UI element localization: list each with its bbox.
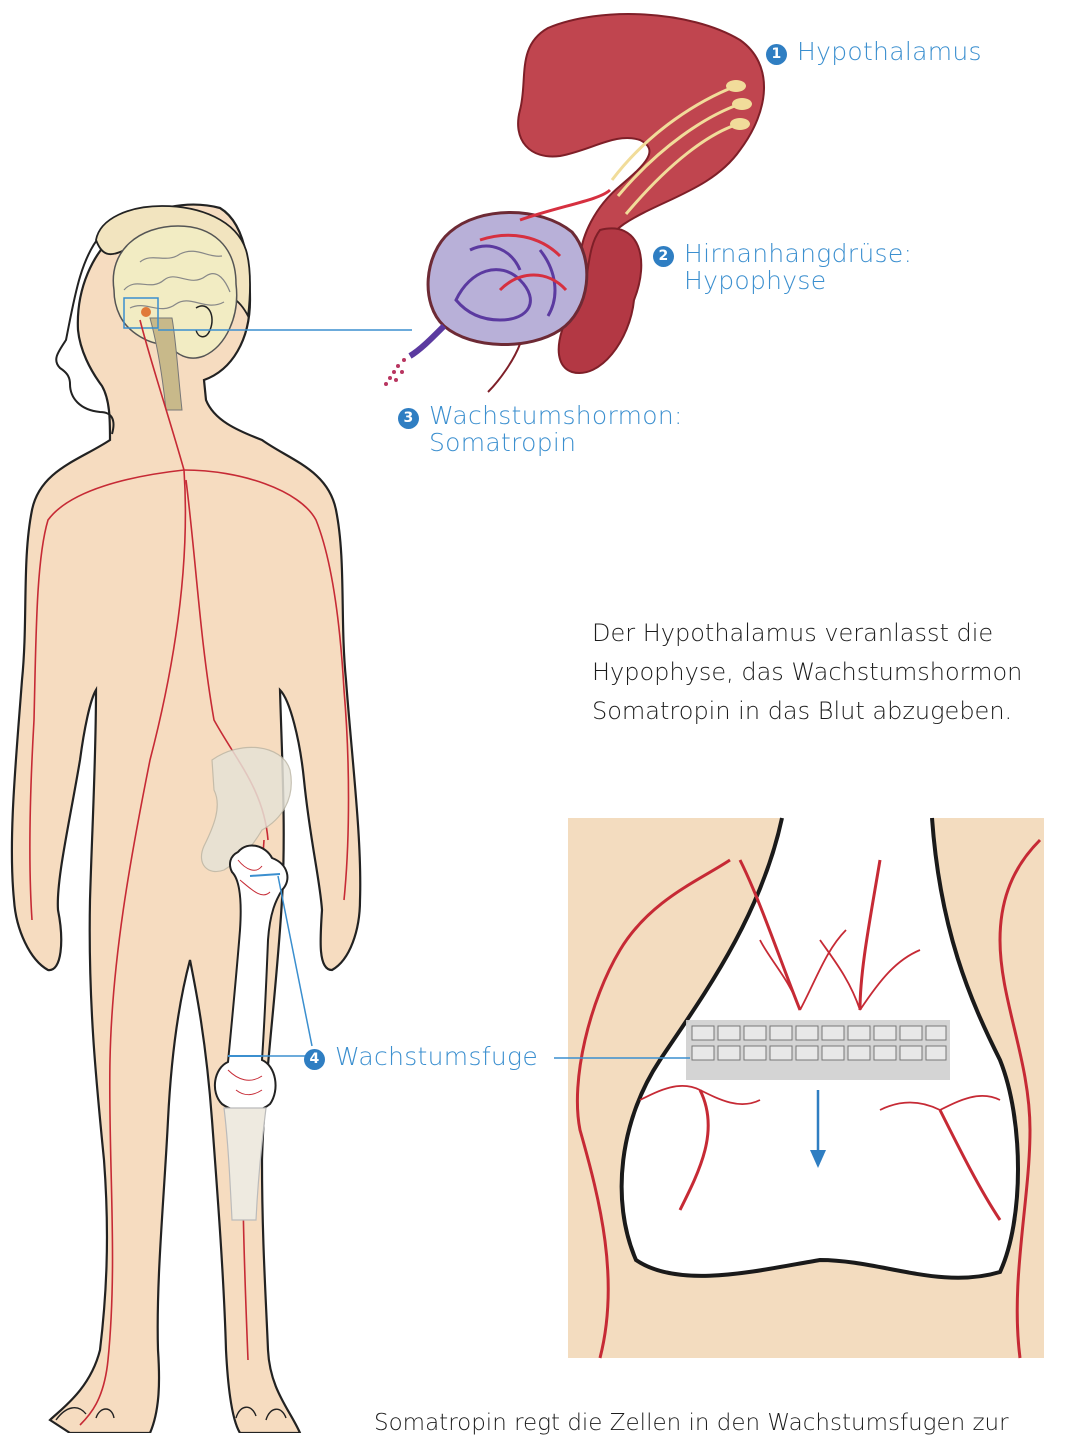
label-hypophyse: 2 Hirnanhangdrüse: Hypophyse — [653, 240, 912, 294]
hormon-line2: Somatropin — [398, 429, 683, 456]
hypothalamus-text: Hypothalamus — [797, 37, 982, 66]
label-wachstumsfuge: 4 Wachstumsfuge — [304, 1043, 538, 1070]
caption-top-line1: Der Hypothalamus veranlasst die — [592, 614, 1022, 653]
hypophyse-line2: Hypophyse — [653, 267, 912, 294]
number-badge-4: 4 — [304, 1049, 325, 1070]
label-hormon: 3 Wachstumshormon: Somatropin — [398, 402, 683, 456]
growth-plate-panel — [554, 818, 1044, 1358]
fuge-text: Wachstumsfuge — [335, 1042, 538, 1071]
label-hypothalamus: 1 Hypothalamus — [766, 38, 982, 65]
number-badge-1: 1 — [766, 44, 787, 65]
caption-bottom-text: Somatropin regt die Zellen in den Wachst… — [374, 1410, 1009, 1436]
caption-top-line3: Somatropin in das Blut abzugeben. — [592, 692, 1022, 731]
number-badge-3: 3 — [398, 408, 419, 429]
child-body — [12, 205, 360, 1433]
child-figure — [12, 205, 360, 1433]
number-badge-2: 2 — [653, 246, 674, 267]
caption-top-line2: Hypophyse, das Wachstumshormon — [592, 653, 1022, 692]
hypophyse-line1: Hirnanhangdrüse: — [684, 239, 912, 268]
anterior-lobe — [428, 213, 587, 345]
pituitary-diagram — [158, 14, 764, 392]
hormon-line1: Wachstumshormon: — [429, 401, 683, 430]
caption-top: Der Hypothalamus veranlasst die Hypophys… — [592, 614, 1022, 731]
caption-bottom: Somatropin regt die Zellen in den Wachst… — [374, 1404, 1009, 1443]
